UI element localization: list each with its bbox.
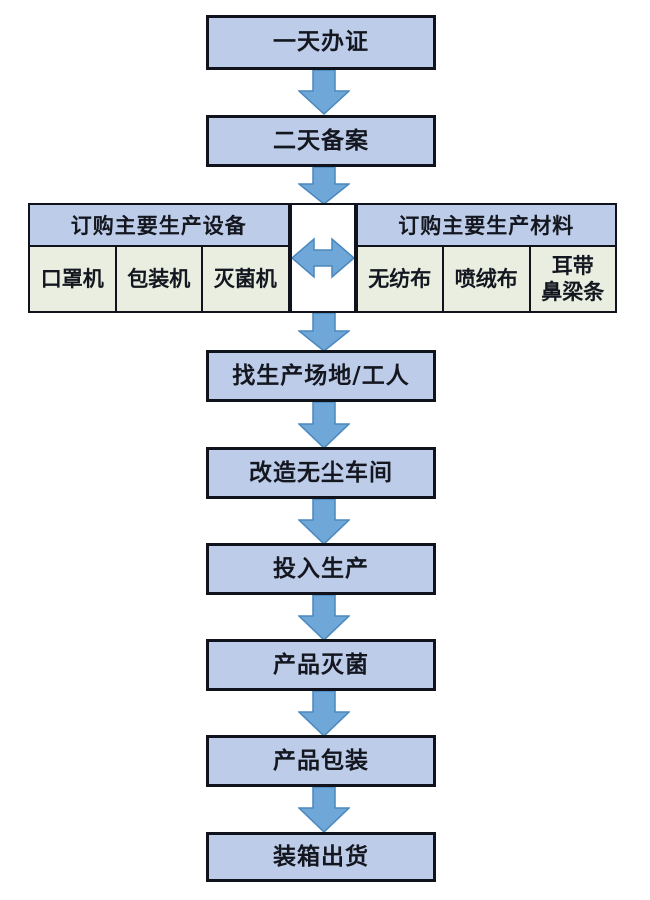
equipment-header[interactable]: 订购主要生产设备 xyxy=(28,203,290,247)
flow-node-4-label: 改造无尘车间 xyxy=(249,459,393,486)
flow-node-5[interactable]: 投入生产 xyxy=(206,543,436,595)
flow-node-6[interactable]: 产品灭菌 xyxy=(206,639,436,691)
materials-cells: 无纺布 喷绒布 耳带 鼻梁条 xyxy=(355,247,617,313)
flow-node-2[interactable]: 二天备案 xyxy=(206,115,436,167)
flow-node-3-label: 找生产场地/工人 xyxy=(232,362,410,389)
materials-cell-2-line1: 喷绒布 xyxy=(454,266,518,291)
equipment-cell-2[interactable]: 包装机 xyxy=(116,247,203,311)
flow-node-2-label: 二天备案 xyxy=(273,127,369,154)
flow-node-3[interactable]: 找生产场地/工人 xyxy=(206,350,436,402)
arrow-down-8 xyxy=(298,787,350,833)
equipment-cell-3[interactable]: 灭菌机 xyxy=(203,247,288,311)
arrow-down-1 xyxy=(298,70,350,115)
arrow-down-2 xyxy=(298,167,350,205)
flow-node-4[interactable]: 改造无尘车间 xyxy=(206,447,436,499)
equipment-cell-1[interactable]: 口罩机 xyxy=(30,247,117,311)
flow-node-7[interactable]: 产品包装 xyxy=(206,735,436,787)
procurement-table: 订购主要生产设备 口罩机 包装机 灭菌机 订购主要生产材料 xyxy=(28,203,617,313)
flow-node-1[interactable]: 一天办证 xyxy=(206,15,436,70)
equipment-group: 订购主要生产设备 口罩机 包装机 灭菌机 xyxy=(28,203,290,313)
equipment-header-label: 订购主要生产设备 xyxy=(70,214,247,238)
materials-header-label: 订购主要生产材料 xyxy=(398,214,575,238)
materials-group: 订购主要生产材料 无纺布 喷绒布 耳带 鼻梁条 xyxy=(355,203,617,313)
materials-cell-1[interactable]: 无纺布 xyxy=(357,247,444,311)
flow-node-8-label: 装箱出货 xyxy=(273,843,369,870)
flow-node-7-label: 产品包装 xyxy=(273,747,369,774)
materials-cell-3-line2: 鼻梁条 xyxy=(541,280,605,304)
arrow-down-icon xyxy=(298,499,350,545)
materials-header[interactable]: 订购主要生产材料 xyxy=(355,203,617,247)
equipment-cell-2-line1: 包装机 xyxy=(127,266,191,291)
arrow-left-right-icon xyxy=(291,237,354,279)
equipment-cells: 口罩机 包装机 灭菌机 xyxy=(28,247,290,313)
arrow-down-icon xyxy=(298,167,350,205)
materials-cell-3[interactable]: 耳带 鼻梁条 xyxy=(530,247,615,311)
arrow-down-icon xyxy=(298,402,350,449)
materials-cell-1-line1: 无纺布 xyxy=(368,266,432,291)
arrow-down-6 xyxy=(298,595,350,641)
materials-cell-2[interactable]: 喷绒布 xyxy=(444,247,531,311)
arrow-down-icon xyxy=(298,691,350,737)
arrow-down-icon xyxy=(298,595,350,641)
arrow-down-3 xyxy=(298,313,350,352)
equipment-cell-3-line1: 灭菌机 xyxy=(213,266,277,291)
arrow-down-7 xyxy=(298,691,350,737)
flow-node-6-label: 产品灭菌 xyxy=(273,651,369,678)
bidirectional-link-cell xyxy=(289,203,356,313)
arrow-down-5 xyxy=(298,499,350,545)
flow-node-8[interactable]: 装箱出货 xyxy=(206,832,436,882)
arrow-down-4 xyxy=(298,402,350,449)
equipment-cell-1-line1: 口罩机 xyxy=(40,266,104,291)
flow-node-5-label: 投入生产 xyxy=(273,555,369,582)
arrow-down-icon xyxy=(298,70,350,115)
arrow-down-icon xyxy=(298,787,350,833)
arrow-down-icon xyxy=(298,313,350,352)
materials-cell-3-line1: 耳带 xyxy=(551,253,594,278)
flow-node-1-label: 一天办证 xyxy=(273,29,369,55)
